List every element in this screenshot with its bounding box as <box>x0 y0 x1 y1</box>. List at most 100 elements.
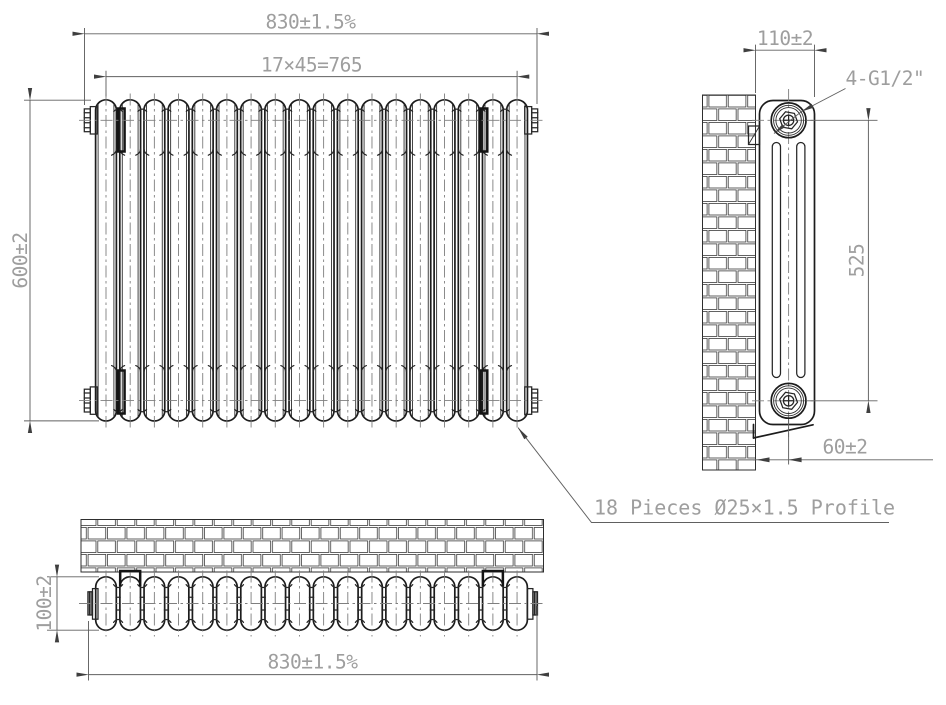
front-radiator-columns <box>94 93 529 428</box>
column-web-flare-top <box>497 148 513 156</box>
column-joint-bottom <box>451 408 462 413</box>
radiator-column <box>239 99 263 422</box>
section-joint-top <box>161 583 172 589</box>
dim-side-wall-clearance: 60±2 <box>753 419 933 465</box>
column-web-flare-bottom <box>183 364 198 373</box>
section-joint-top <box>137 583 148 589</box>
column-joint-top <box>209 108 220 113</box>
column-web-flare-top <box>304 148 319 156</box>
column-web-flare-top <box>159 148 174 156</box>
radiator-column <box>215 99 239 422</box>
front-bracket-mark <box>116 369 126 415</box>
dim-front-section-pitch-label: 17×45=765 <box>261 53 362 76</box>
column-joint-bottom <box>403 408 414 413</box>
column-joint-bottom <box>379 408 389 413</box>
section-joint-bottom <box>161 618 172 624</box>
column-joint-bottom <box>330 408 341 413</box>
top-radiator-sections <box>94 569 529 637</box>
column-joint-top <box>306 108 317 113</box>
section-joint-top <box>451 583 462 589</box>
section-joint-bottom <box>499 618 511 624</box>
side-wall-bracket-top <box>747 125 761 146</box>
section-joint-bottom <box>112 618 124 624</box>
column-joint-bottom <box>306 408 317 413</box>
radiator-column <box>288 99 311 422</box>
dim-top-overall-width-label: 830±1.5% <box>268 650 359 673</box>
column-web-flare-top <box>110 148 126 156</box>
dim-top-depth-label: 100±2 <box>33 575 56 631</box>
dim-side-wall-clearance-label: 60±2 <box>823 436 868 459</box>
column-joint-top <box>234 108 244 113</box>
dim-front-overall-width-label: 830±1.5% <box>266 11 357 34</box>
section-joint-bottom <box>354 618 366 624</box>
column-web-flare-bottom <box>497 364 513 373</box>
tapping-bushing-ring <box>773 104 805 136</box>
front-bracket-mark <box>479 107 489 153</box>
dim-top-depth: 100±2 <box>33 564 99 643</box>
column-joint-top <box>500 108 510 113</box>
column-joint-top <box>185 108 196 113</box>
section-joint-bottom <box>185 618 196 624</box>
dim-front-overall-height-label: 600±2 <box>9 232 32 288</box>
radiator-column <box>94 99 118 422</box>
top-wall-bracket <box>481 569 505 586</box>
column-web-flare-bottom <box>376 364 392 373</box>
dim-front-section-pitch: 17×45=765 <box>93 53 530 97</box>
column-joint-bottom <box>282 408 293 413</box>
section-joint-top <box>185 583 196 589</box>
column-joint-top <box>161 108 172 113</box>
tapping-bushing-ring <box>773 385 805 417</box>
front-view: 830±1.5% 17×45=765 600±2 <box>9 11 550 434</box>
column-web-flare-bottom <box>449 364 464 373</box>
column-joint-top <box>427 108 438 113</box>
section-joint-top <box>475 583 486 589</box>
column-web-flare-bottom <box>231 364 247 373</box>
radiator-column <box>409 99 432 422</box>
dim-side-tapping-pitch: 525 <box>806 108 878 413</box>
radiator-column <box>505 99 529 422</box>
column-web-flare-bottom <box>352 364 368 373</box>
section-joint-bottom <box>378 618 390 624</box>
column-web-flare-top <box>280 148 295 156</box>
section-joint-top <box>378 583 390 589</box>
bushing-hex-nut <box>778 391 799 410</box>
column-joint-bottom <box>427 408 438 413</box>
section-joint-bottom <box>330 618 341 624</box>
column-joint-top <box>354 108 365 113</box>
dim-front-overall-height: 600±2 <box>9 88 99 434</box>
tapping-bushing-ring <box>775 107 802 134</box>
bushing-hex-nut <box>778 111 799 130</box>
annotation-profile-callout: 18 Pieces Ø25×1.5 Profile <box>517 427 895 523</box>
section-joint-top <box>403 583 414 589</box>
column-web-flare-bottom <box>280 364 295 373</box>
side-body-slot-left <box>771 141 782 379</box>
column-web-flare-bottom <box>207 364 222 373</box>
column-joint-bottom <box>500 408 510 413</box>
section-joint-bottom <box>403 618 414 624</box>
section-joint-bottom <box>282 618 293 624</box>
front-bracket-mark <box>479 369 489 415</box>
side-view: 110±2 4-G1/2" 525 60±2 <box>702 27 933 471</box>
radiator-column <box>336 99 360 422</box>
column-web-flare-bottom <box>425 364 440 373</box>
column-web-flare-bottom <box>256 364 271 373</box>
column-joint-top <box>282 108 293 113</box>
column-web-flare-top <box>328 148 343 156</box>
radiator-column <box>167 99 190 422</box>
dim-front-overall-width: 830±1.5% <box>72 11 550 105</box>
column-web-flare-top <box>401 148 416 156</box>
side-wall-section <box>702 94 756 471</box>
column-web-flare-top <box>231 148 247 156</box>
callout-side-connections-label: 4-G1/2" <box>846 67 925 90</box>
section-joint-bottom <box>137 618 148 624</box>
section-joint-bottom <box>451 618 462 624</box>
column-web-flare-top <box>135 148 150 156</box>
column-web-flare-top <box>352 148 368 156</box>
column-web-flare-top <box>425 148 440 156</box>
column-joint-top <box>403 108 414 113</box>
radiator-column <box>481 99 505 422</box>
column-web-flare-top <box>256 148 271 156</box>
dim-side-depth-label: 110±2 <box>757 27 813 50</box>
tapping-bushing-ring <box>775 387 802 414</box>
